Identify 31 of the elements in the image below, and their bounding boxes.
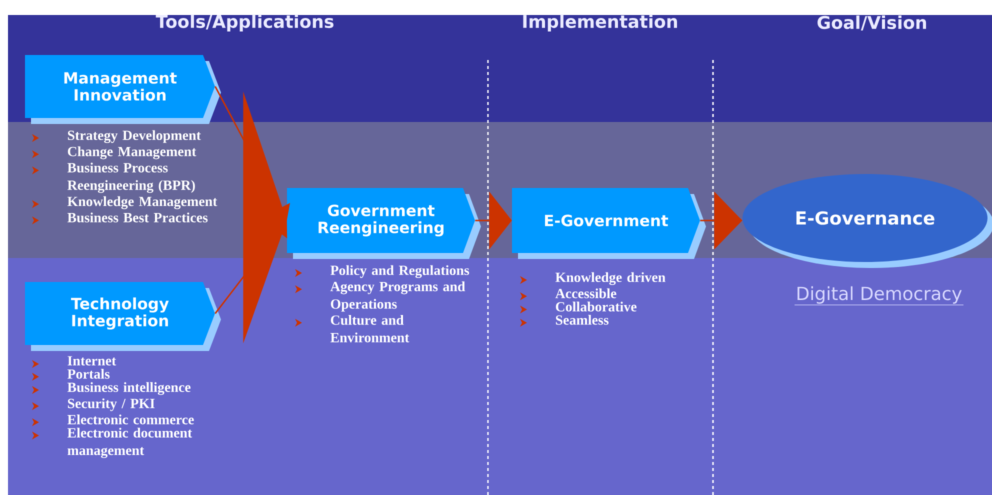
list-item: Electronic commerce [67, 414, 194, 424]
list-item: Accessible [555, 288, 616, 298]
arrow [243, 92, 287, 344]
column-heading: Implementation [523, 14, 677, 32]
list-item: Security / PKI [68, 398, 155, 412]
link-text: Digital Democracy [794, 286, 964, 306]
arrow [700, 192, 742, 250]
arrow [214, 86, 290, 220]
list-item: Internet [68, 356, 116, 366]
column-heading: Goal/Vision [818, 16, 926, 30]
list-item: Business Best Practices [67, 212, 208, 222]
chevron-box: Technology Integration [25, 282, 221, 351]
list-item: Strategy Development [68, 130, 201, 143]
list-item: Collaborative [556, 302, 636, 312]
list-item: Culture and Environment [330, 315, 410, 342]
arrow [214, 220, 288, 314]
chevron-box: E-Government [512, 188, 706, 259]
list-item: Business intelligence [67, 382, 191, 395]
list-item: Agency Programs and Operations [330, 281, 466, 312]
list-item: Electronic document management [67, 428, 192, 458]
list-item: Knowledge Management [67, 196, 218, 210]
list-item: Knowledge driven [555, 272, 666, 285]
list-item: Business Process Reengineering (BPR) [67, 162, 195, 193]
column-heading: Tools/Applications [156, 14, 334, 32]
list-item: Portals [67, 368, 110, 379]
list-item: Policy and Regulations [330, 265, 470, 278]
chevron-box: Government Reengineering [287, 188, 481, 259]
arrow [475, 192, 512, 250]
list-item: Seamless [556, 314, 609, 325]
chevron-box: Management Innovation [25, 55, 221, 124]
list-item: Change Management [68, 146, 196, 160]
